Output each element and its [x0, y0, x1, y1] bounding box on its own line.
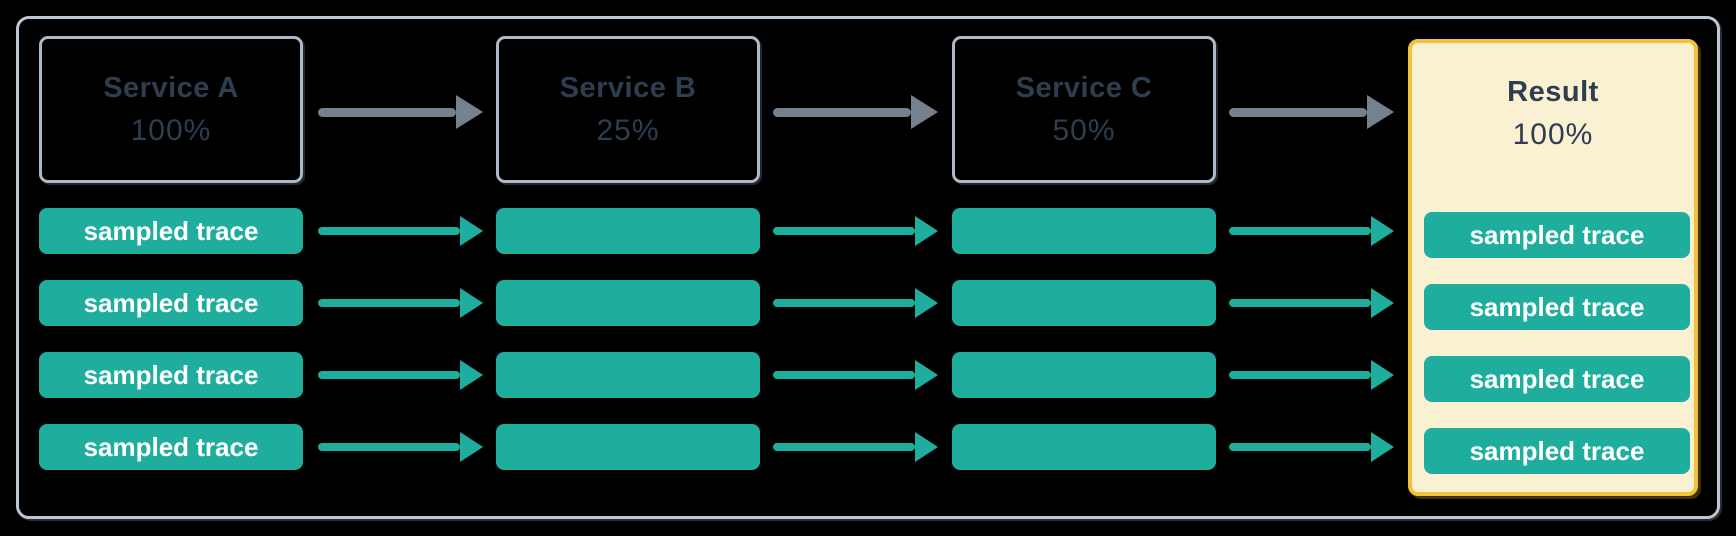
arrow-shaft	[318, 371, 460, 379]
trace-pill-a-2: sampled trace	[39, 280, 303, 326]
arrow-service-b-to-c	[773, 95, 938, 129]
trace-pill-result-1: sampled trace	[1424, 212, 1690, 258]
arrow-shaft	[773, 443, 915, 451]
node-sample-rate: 50%	[1052, 113, 1116, 147]
trace-arrow-b-c-4	[773, 432, 938, 462]
arrow-shaft	[1229, 107, 1367, 117]
result-panel: Result 100% sampled trace sampled trace …	[1408, 39, 1698, 496]
arrow-shaft	[773, 371, 915, 379]
trace-pill-c-1	[952, 208, 1216, 254]
trace-pill-result-2: sampled trace	[1424, 284, 1690, 330]
diagram-frame	[16, 16, 1720, 519]
node-sample-rate: 25%	[596, 113, 660, 147]
arrow-head-icon	[1371, 288, 1394, 318]
arrow-service-c-to-result	[1229, 95, 1394, 129]
node-service-c: Service C 50%	[952, 36, 1216, 183]
trace-pill-c-3	[952, 352, 1216, 398]
trace-arrow-c-result-1	[1229, 216, 1394, 246]
node-service-b: Service B 25%	[496, 36, 760, 183]
node-label: Service C	[1015, 71, 1153, 104]
trace-pill-result-4: sampled trace	[1424, 428, 1690, 474]
arrow-head-icon	[915, 288, 938, 318]
arrow-head-icon	[460, 432, 483, 462]
arrow-shaft	[1229, 227, 1371, 235]
trace-pill-a-4: sampled trace	[39, 424, 303, 470]
arrow-head-icon	[1371, 216, 1394, 246]
trace-pill-b-1	[496, 208, 760, 254]
trace-pill-b-2	[496, 280, 760, 326]
trace-arrow-a-b-2	[318, 288, 483, 318]
arrow-head-icon	[911, 95, 938, 129]
trace-arrow-a-b-3	[318, 360, 483, 390]
arrow-head-icon	[456, 95, 483, 129]
arrow-head-icon	[1371, 432, 1394, 462]
trace-arrow-c-result-3	[1229, 360, 1394, 390]
arrow-head-icon	[1367, 95, 1394, 129]
trace-arrow-a-b-4	[318, 432, 483, 462]
node-label: Service A	[103, 71, 239, 104]
arrow-head-icon	[460, 216, 483, 246]
arrow-shaft	[773, 107, 911, 117]
arrow-head-icon	[460, 288, 483, 318]
node-label: Result	[1507, 75, 1599, 108]
arrow-shaft	[1229, 299, 1371, 307]
trace-arrow-c-result-2	[1229, 288, 1394, 318]
trace-pill-a-3: sampled trace	[39, 352, 303, 398]
trace-pill-c-4	[952, 424, 1216, 470]
arrow-shaft	[773, 227, 915, 235]
arrow-shaft	[1229, 443, 1371, 451]
arrow-service-a-to-b	[318, 95, 483, 129]
trace-arrow-b-c-1	[773, 216, 938, 246]
arrow-head-icon	[915, 216, 938, 246]
trace-pill-a-1: sampled trace	[39, 208, 303, 254]
node-sample-rate: 100%	[130, 113, 212, 147]
result-title-block: Result 100%	[1412, 43, 1694, 184]
arrow-shaft	[1229, 371, 1371, 379]
trace-arrow-a-b-1	[318, 216, 483, 246]
node-sample-rate: 100%	[1512, 117, 1594, 151]
arrow-shaft	[318, 107, 456, 117]
arrow-head-icon	[460, 360, 483, 390]
arrow-head-icon	[915, 360, 938, 390]
trace-arrow-c-result-4	[1229, 432, 1394, 462]
trace-pill-b-3	[496, 352, 760, 398]
arrow-shaft	[318, 227, 460, 235]
arrow-shaft	[773, 299, 915, 307]
node-label: Service B	[559, 71, 697, 104]
trace-arrow-b-c-3	[773, 360, 938, 390]
arrow-shaft	[318, 443, 460, 451]
arrow-head-icon	[915, 432, 938, 462]
trace-arrow-b-c-2	[773, 288, 938, 318]
trace-pill-b-4	[496, 424, 760, 470]
trace-pill-result-3: sampled trace	[1424, 356, 1690, 402]
arrow-shaft	[318, 299, 460, 307]
node-service-a: Service A 100%	[39, 36, 303, 183]
arrow-head-icon	[1371, 360, 1394, 390]
trace-pill-c-2	[952, 280, 1216, 326]
